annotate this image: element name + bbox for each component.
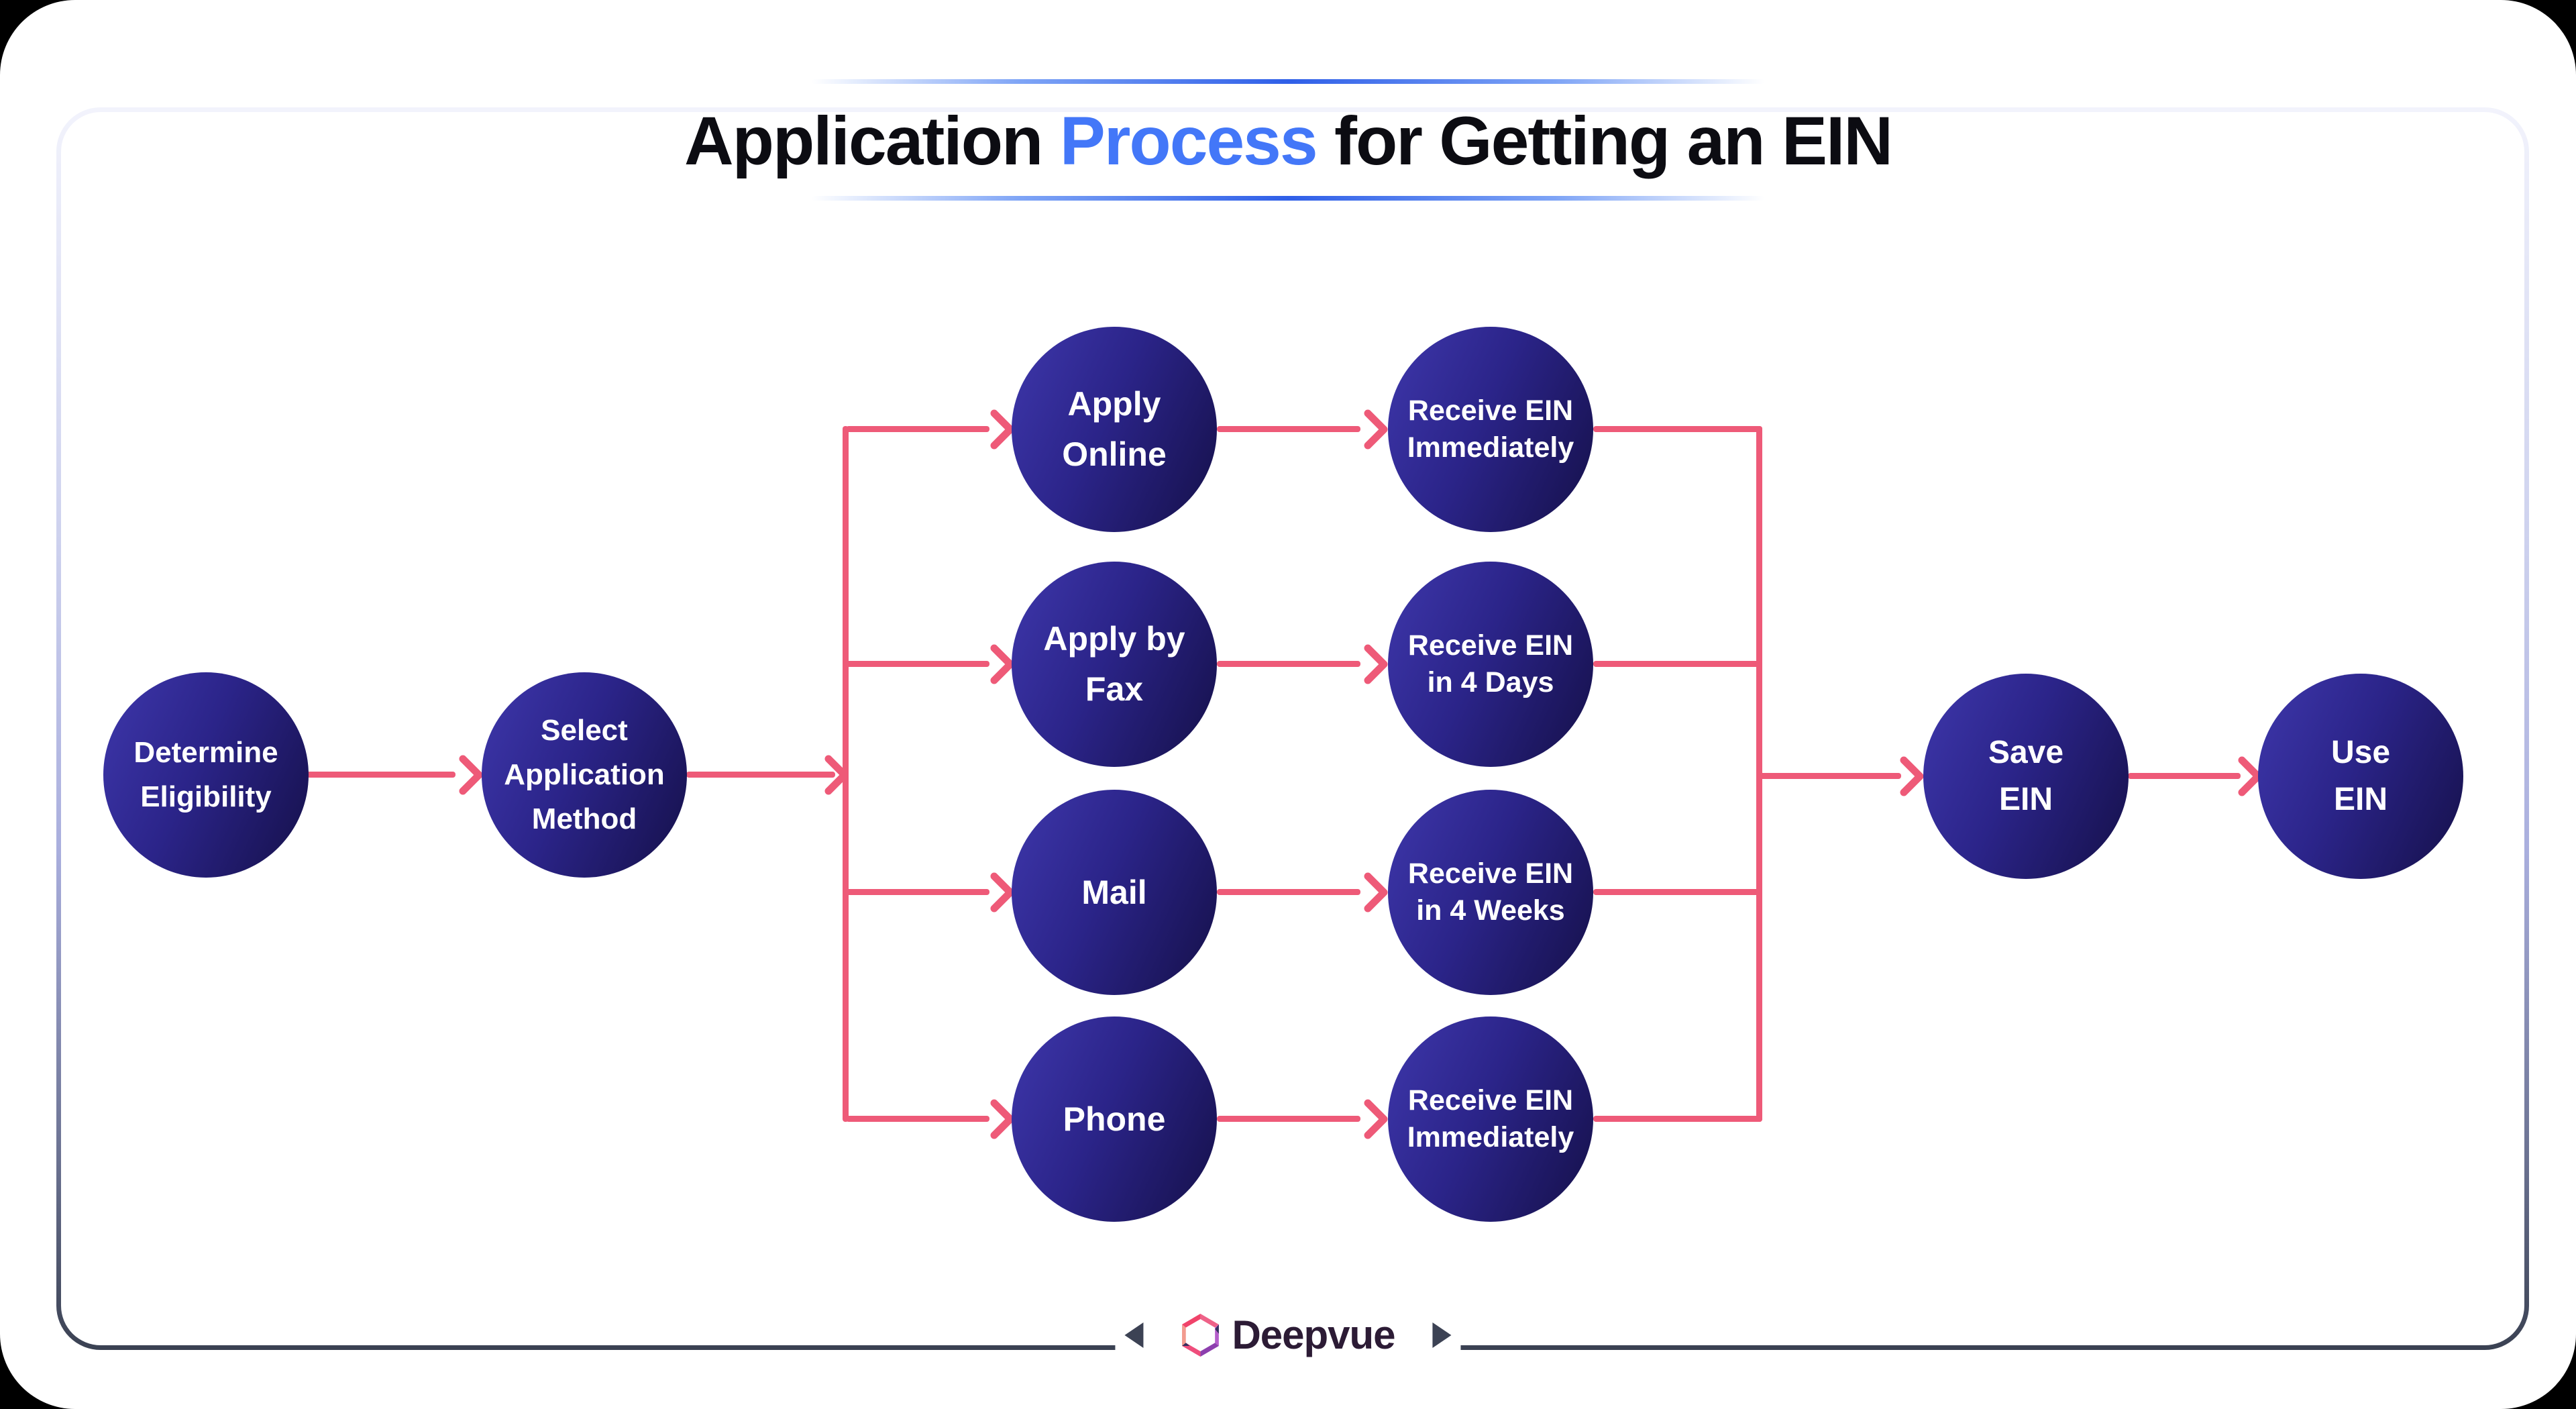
connector-receive3-merge [1593, 889, 1762, 895]
arrowhead-to-apply-online [990, 409, 1014, 450]
node-select-application-method: Select Application Method [482, 672, 687, 878]
node-receive-ein-4-weeks: Receive EIN in 4 Weeks [1388, 790, 1593, 995]
arrowhead-to-receive2 [1364, 644, 1388, 684]
connector-phone-receive [1217, 1116, 1360, 1122]
connector-merge-save [1759, 773, 1901, 779]
node-apply-online: Apply Online [1012, 327, 1217, 532]
connector-branch-mail [846, 889, 989, 895]
connector-mail-receive [1217, 889, 1360, 895]
connector-receive1-merge [1593, 426, 1762, 432]
arrowhead-to-mail [990, 872, 1014, 912]
node-mail: Mail [1012, 790, 1217, 995]
arrowhead-to-select [459, 755, 483, 795]
connector-branch-apply-online [846, 426, 989, 432]
title-hairline-top [812, 79, 1764, 84]
connector-select-branch [686, 772, 835, 778]
title-hairline-bottom [812, 196, 1764, 201]
node-apply-by-fax: Apply by Fax [1012, 562, 1217, 767]
node-use-ein: Use EIN [2258, 674, 2463, 879]
arrowhead-to-apply-fax [990, 644, 1014, 684]
content-frame-border [56, 107, 2529, 1350]
connector-receive2-merge [1593, 661, 1762, 667]
node-phone: Phone [1012, 1016, 1217, 1222]
arrowhead-to-branch-spine [824, 755, 849, 795]
title-highlight: Process [1059, 103, 1318, 179]
arrowhead-to-receive3 [1364, 872, 1388, 912]
rewind-triangle-icon [1124, 1322, 1144, 1348]
node-determine-eligibility: Determine Eligibility [103, 672, 309, 878]
connector-branch-apply-fax [846, 661, 989, 667]
arrowhead-to-save [1900, 756, 1924, 796]
connector-determine-select [307, 772, 455, 778]
footer-brand-badge: Deepvue [1115, 1310, 1461, 1361]
arrowhead-to-receive4 [1364, 1099, 1388, 1139]
title-part2: for Getting an EIN [1316, 103, 1893, 179]
node-save-ein: Save EIN [1923, 674, 2129, 879]
connector-save-use [2128, 773, 2241, 779]
deepvue-hexagon-icon [1182, 1314, 1219, 1357]
node-receive-ein-4-days: Receive EIN in 4 Days [1388, 562, 1593, 767]
page-title: Application Process for Getting an EIN [0, 102, 2576, 180]
node-receive-ein-immediately-phone: Receive EIN Immediately [1388, 1016, 1593, 1222]
arrowhead-to-phone [990, 1099, 1014, 1139]
connector-branch-phone [846, 1116, 989, 1122]
brand-wordmark: Deepvue [1232, 1312, 1395, 1357]
node-receive-ein-immediately-online: Receive EIN Immediately [1388, 327, 1593, 532]
brand-logo: Deepvue [1181, 1312, 1396, 1357]
connector-fax-receive [1217, 661, 1360, 667]
connector-receive4-merge [1593, 1116, 1762, 1122]
arrowhead-to-receive1 [1364, 409, 1388, 450]
title-part1: Application [684, 103, 1060, 179]
forward-triangle-icon [1432, 1322, 1452, 1348]
connector-online-receive [1217, 426, 1360, 432]
merge-spine [1756, 426, 1762, 1122]
